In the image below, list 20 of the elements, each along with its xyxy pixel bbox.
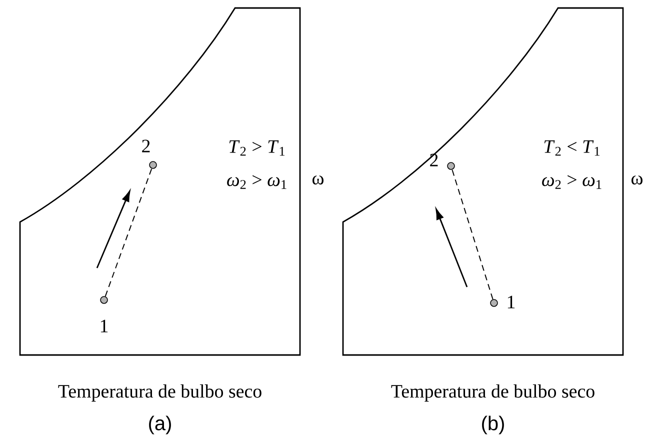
axis-label: ω	[312, 175, 324, 185]
condition-label: ω$_{2}$ > ω$_{1}$	[542, 175, 602, 189]
condition-label: T$_{2}$ < T$_{1}$	[544, 140, 600, 156]
state-point	[149, 161, 157, 169]
process-line	[452, 169, 494, 300]
axis-label: Temperatura de bulbo seco	[391, 384, 594, 402]
point-label: 2	[430, 154, 438, 166]
axis-label: ω	[632, 175, 642, 185]
state-point	[100, 296, 108, 304]
point-label: 1	[508, 296, 515, 308]
axis-label: Temperatura de bulbo seco	[58, 384, 262, 402]
process-line	[104, 168, 152, 297]
panel-label: (a)	[149, 416, 171, 434]
state-point	[447, 162, 455, 170]
point-label: 1	[100, 320, 108, 332]
state-point	[490, 299, 498, 307]
point-label: 2	[142, 140, 150, 152]
panel-label: (b)	[482, 416, 504, 434]
condition-label: T$_{2}$ > T$_{1}$	[229, 140, 285, 156]
condition-label: ω$_{2}$ > ω$_{1}$	[227, 175, 286, 189]
